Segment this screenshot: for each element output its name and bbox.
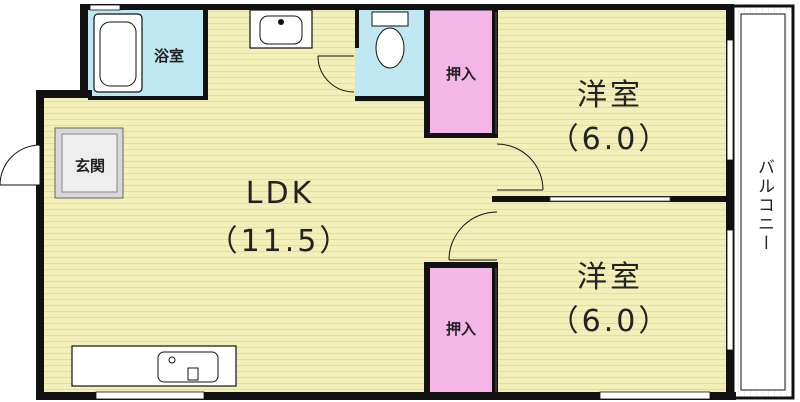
western-room-upper-name: 洋室 — [577, 78, 643, 113]
bathtub-icon — [93, 13, 143, 93]
bath-name: 浴室 — [153, 47, 184, 65]
western-room-lower-floor — [497, 202, 730, 394]
ldk-name: LDK — [245, 176, 315, 211]
toilet-icon — [371, 11, 409, 69]
sliding-door — [549, 196, 671, 202]
balcony-name: バルコニー — [754, 157, 774, 253]
western-room-lower-name: 洋室 — [577, 260, 643, 295]
walls — [36, 4, 736, 400]
windows — [89, 4, 734, 400]
kitchen-sink-icon — [71, 345, 237, 387]
genkan-name: 玄関 — [74, 157, 105, 175]
closet-lower — [426, 265, 496, 395]
western-room-upper-floor — [497, 10, 730, 198]
ldk-size: （11.5） — [207, 224, 353, 259]
closet-upper-name: 押入 — [445, 65, 476, 83]
closet-lower-name: 押入 — [445, 320, 476, 338]
western-room-lower-size: （6.0） — [548, 304, 672, 339]
washbasin-icon — [249, 9, 313, 49]
western-room-upper-size: （6.0） — [548, 122, 672, 157]
balcony — [731, 4, 795, 400]
door-swing-icon — [0, 55, 544, 261]
